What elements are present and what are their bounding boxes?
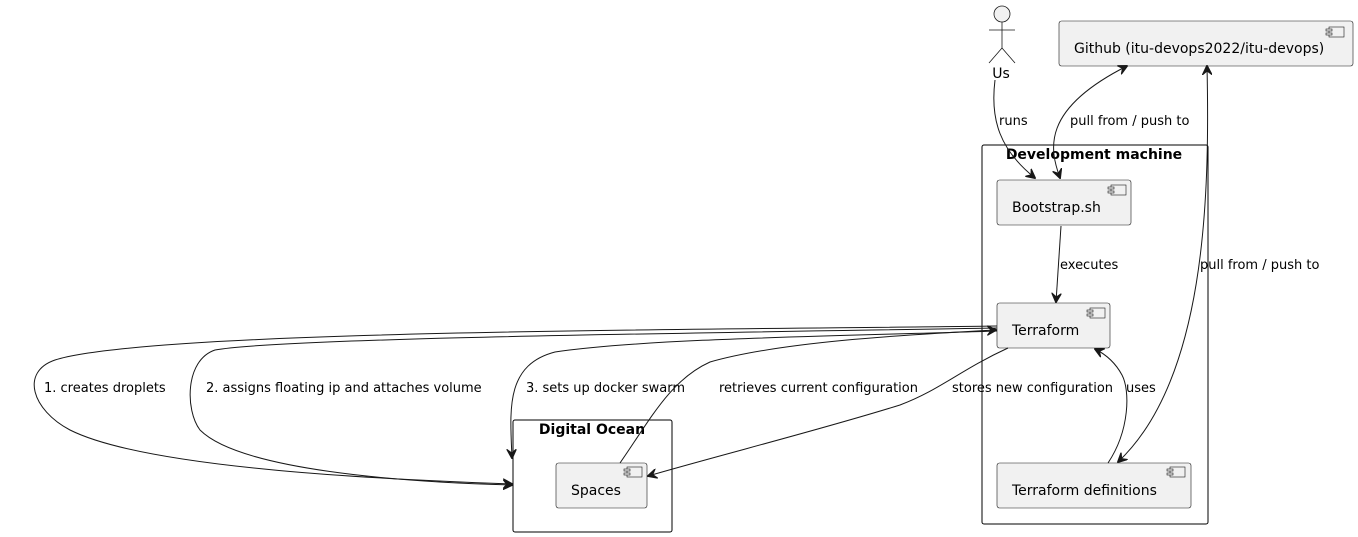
edge-uses-label: uses xyxy=(1126,381,1156,396)
edge-docker-swarm: 3. sets up docker swarm xyxy=(511,330,998,458)
terraform-definitions-component: Terraform definitions xyxy=(996,462,1192,509)
edge-retrieves-configuration: retrieves current configuration xyxy=(619,330,996,464)
terraform-label: Terraform xyxy=(1011,323,1079,339)
edge-creates-droplets-label: 1. creates droplets xyxy=(44,381,166,396)
actor-label: Us xyxy=(992,66,1010,82)
actor-us: Us xyxy=(988,5,1016,82)
edge-assigns-ip: 2. assigns floating ip and attaches volu… xyxy=(189,327,998,485)
development-machine-label: Development machine xyxy=(1006,147,1182,163)
actor-head-icon xyxy=(993,5,1011,23)
edge-stores-configuration: stores new configuration xyxy=(648,347,1113,476)
edge-executes: executes xyxy=(1056,225,1119,302)
bootstrap-label: Bootstrap.sh xyxy=(1012,200,1101,216)
edge-creates-droplets: 1. creates droplets xyxy=(33,325,998,484)
edge-runs: runs xyxy=(993,79,1035,178)
spaces-component: Spaces xyxy=(555,462,648,509)
spaces-label: Spaces xyxy=(571,483,621,499)
edge-pull-push-bootstrap-label: pull from / push to xyxy=(1070,114,1189,129)
edge-executes-label: executes xyxy=(1060,258,1119,273)
component-icon xyxy=(1086,307,1106,319)
digital-ocean-frame: Digital Ocean xyxy=(512,419,673,533)
edge-retrieves-configuration-label: retrieves current configuration xyxy=(719,381,918,396)
github-label: Github (itu-devops2022/itu-devops) xyxy=(1074,41,1324,57)
edge-pull-push-definitions: pull from / push to xyxy=(1118,66,1319,462)
edge-pull-push-definitions-label: pull from / push to xyxy=(1200,258,1319,273)
component-icon xyxy=(1166,466,1186,478)
edge-assigns-ip-label: 2. assigns floating ip and attaches volu… xyxy=(206,381,482,396)
digital-ocean-label: Digital Ocean xyxy=(539,422,645,438)
github-component: Github (itu-devops2022/itu-devops) xyxy=(1058,20,1354,67)
component-icon xyxy=(623,466,643,478)
edge-stores-configuration-label: stores new configuration xyxy=(952,381,1113,396)
edge-uses: uses xyxy=(1095,349,1156,464)
edge-docker-swarm-label: 3. sets up docker swarm xyxy=(526,381,685,396)
component-icon xyxy=(1325,26,1345,38)
terraform-definitions-label: Terraform definitions xyxy=(1011,483,1157,499)
edge-runs-label: runs xyxy=(999,114,1028,129)
bootstrap-component: Bootstrap.sh xyxy=(996,179,1132,226)
terraform-component: Terraform xyxy=(996,302,1111,349)
